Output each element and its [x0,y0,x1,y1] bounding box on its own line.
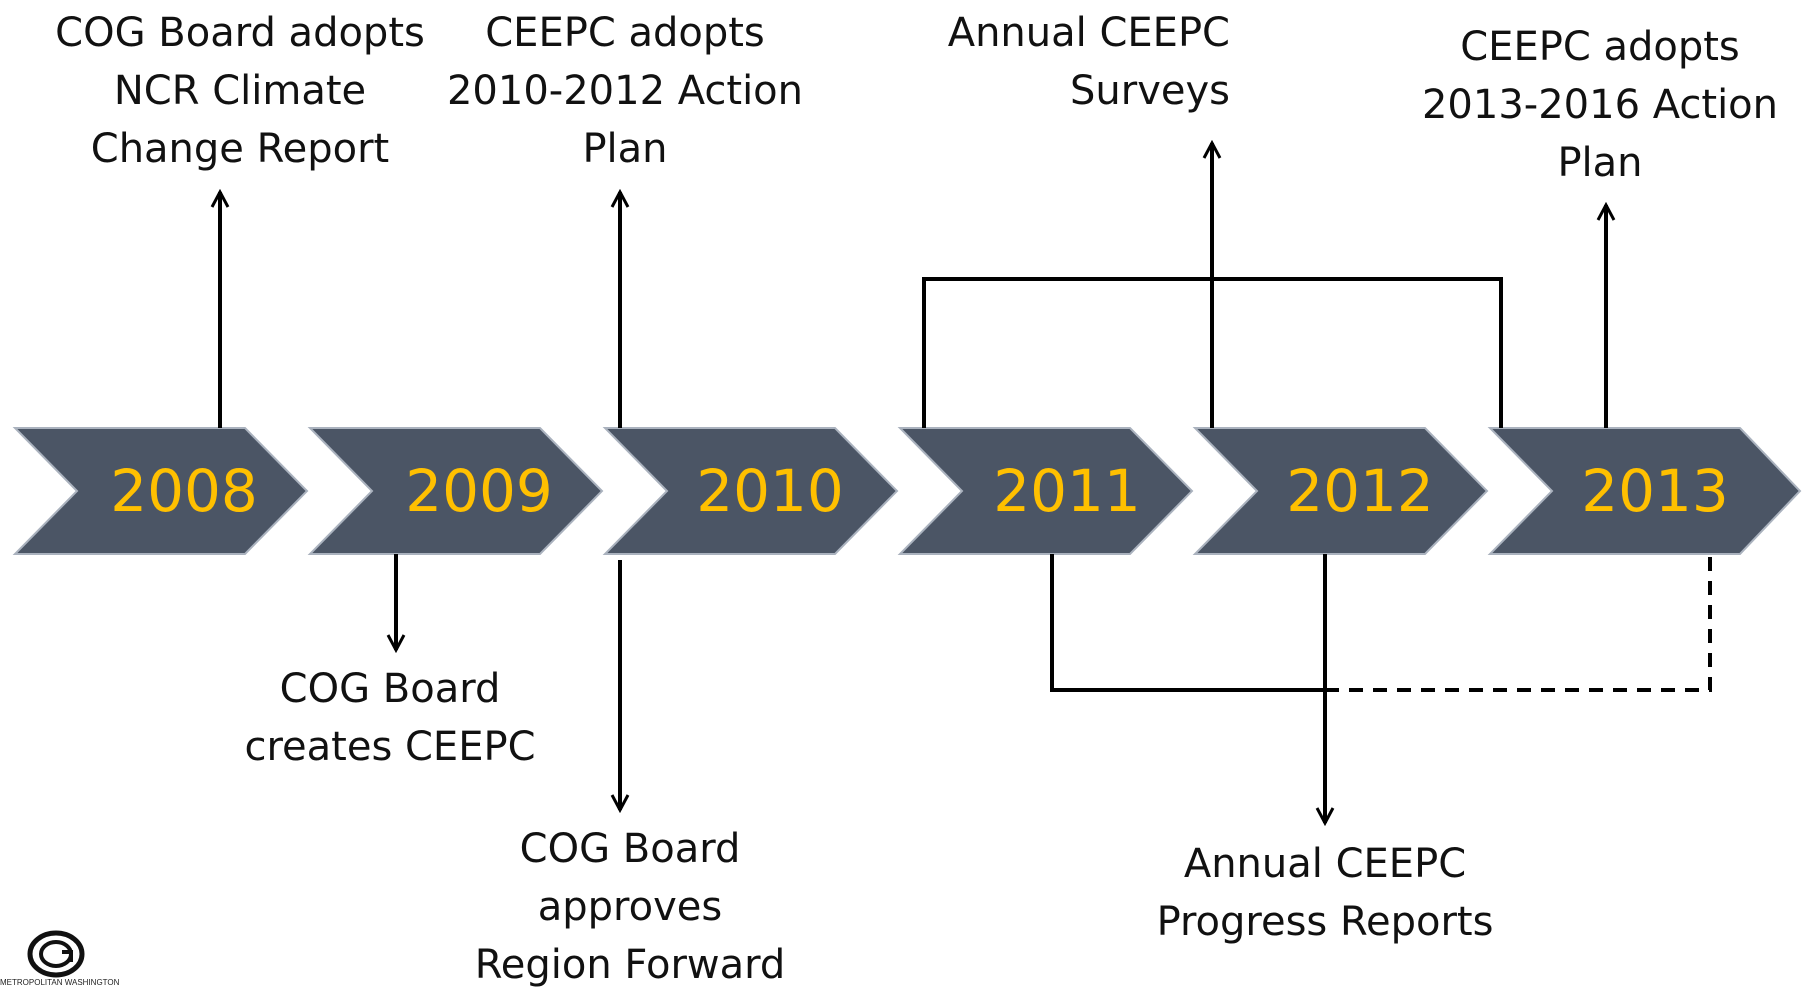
year-label-2012: 2012 [1286,457,1434,525]
connectors [220,143,1712,823]
event-line: NCR Climate [113,68,367,114]
event-region-forward: COG Board approves Region Forward [450,820,810,988]
year-chevron-2010 [602,427,899,555]
event-creates-ceepc: COG Board creates CEEPC [230,660,550,776]
event-line: Progress Reports [1156,899,1494,945]
year-chevron-2012 [1192,427,1489,555]
event-line: approves [537,884,723,930]
event-line: Region Forward [474,942,786,988]
event-line: Change Report [90,126,390,172]
year-label-2013: 2013 [1581,457,1729,525]
event-line: 2010-2012 Action [446,68,803,114]
bracket-progress-years [1050,554,1325,692]
event-progress-reports: Annual CEEPC Progress Reports [1130,835,1520,951]
event-line: CEEPC adopts [1460,24,1740,70]
event-line: COG Board [519,826,741,872]
event-line: COG Board adopts [55,10,425,56]
event-line: Annual CEEPC [1183,841,1467,887]
year-label-2009: 2009 [405,457,553,525]
cog-logo-icon [27,930,85,978]
year-chevron-2008 [12,427,309,555]
event-line: creates CEEPC [244,724,536,770]
year-chevron-2009 [307,427,604,555]
bracket-progress-years-dashed [1325,554,1712,692]
event-action-plan-2013: CEEPC adopts 2013-2016 Action Plan [1410,18,1790,192]
year-chevron-2013 [1487,427,1802,555]
chevron-band: 2008 2009 2010 2011 2012 2013 [12,427,1802,555]
year-label-2008: 2008 [110,457,258,525]
year-chevron-2011 [897,427,1194,555]
event-line: COG Board [279,666,501,712]
event-line: 2013-2016 Action [1421,82,1778,128]
event-line: CEEPC adopts [485,10,765,56]
year-label-2011: 2011 [993,457,1141,525]
event-climate-report: COG Board adopts NCR Climate Change Repo… [40,4,440,178]
event-line: Annual CEEPC [947,10,1230,56]
event-annual-surveys: Annual CEEPC Surveys [900,4,1230,120]
event-line: Surveys [1070,68,1230,114]
event-line: Plan [1557,140,1643,186]
bracket-survey-years [922,277,1503,428]
logo-caption: METROPOLITAN WASHINGTON [0,978,120,987]
year-label-2010: 2010 [696,457,844,525]
event-action-plan-2010: CEEPC adopts 2010-2012 Action Plan [440,4,810,178]
event-line: Plan [582,126,668,172]
